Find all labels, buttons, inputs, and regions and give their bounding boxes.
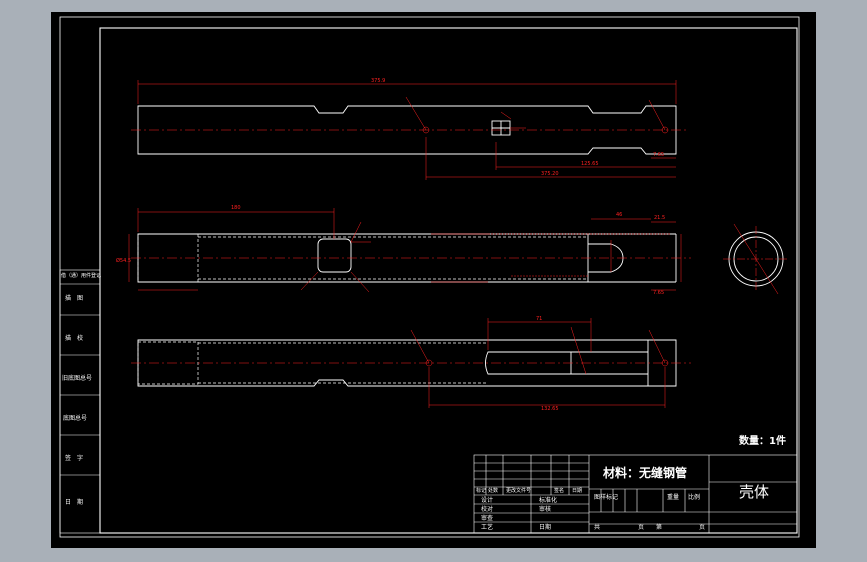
sheet-label: 页 bbox=[638, 524, 645, 531]
page-label-2: 页 bbox=[699, 524, 706, 531]
middle-view-hatch bbox=[431, 233, 671, 283]
dim-top-small: 7.65 bbox=[653, 152, 664, 158]
dim-top-sub1: 125.65 bbox=[581, 161, 599, 167]
engineering-drawing: 375.9 125.65 375.20 7.65 bbox=[59, 16, 800, 538]
review-label: 审核 bbox=[539, 506, 552, 513]
outer-frame bbox=[59, 16, 800, 538]
dim-bot-slot: 71 bbox=[536, 316, 542, 322]
revision-header-4: 日期 bbox=[572, 488, 583, 494]
left-strip-label-3: 旧底图总号 bbox=[62, 375, 93, 382]
inner-frame bbox=[99, 27, 798, 534]
top-view bbox=[137, 105, 677, 155]
stage-mark-label: 图样标记 bbox=[594, 494, 619, 501]
revision-header-2: 更改文件号 bbox=[506, 488, 532, 494]
process-label: 工艺 bbox=[481, 524, 494, 531]
date-label: 日期 bbox=[539, 524, 552, 531]
page-label: 第 bbox=[656, 524, 663, 531]
bottom-view-dims bbox=[410, 318, 669, 408]
dim-mid-right-a: 46 bbox=[616, 212, 622, 218]
dim-mid-left: 180 bbox=[231, 205, 241, 211]
dim-top-sub2: 375.20 bbox=[541, 171, 559, 177]
part-name: 壳体 bbox=[739, 483, 770, 501]
left-strip-label-2: 描 校 bbox=[65, 335, 84, 342]
top-view-dims bbox=[137, 80, 677, 180]
approve-label: 审查 bbox=[481, 515, 494, 522]
left-strip bbox=[59, 269, 101, 534]
dim-top-overall: 375.9 bbox=[371, 78, 385, 84]
left-strip-label-4: 底图总号 bbox=[63, 415, 88, 422]
title-block bbox=[473, 454, 798, 534]
revision-header-0: 标记 bbox=[476, 488, 487, 494]
design-label: 设计 bbox=[481, 497, 494, 504]
dim-bot-overall: 132.65 bbox=[541, 406, 559, 412]
standardization-label: 标准化 bbox=[539, 497, 558, 504]
dim-mid-bore: Ø54.5 bbox=[116, 257, 131, 264]
dim-mid-right-b: 21.5 bbox=[654, 215, 665, 221]
left-strip-label-1: 描 图 bbox=[65, 295, 84, 302]
dim-mid-small: 7.65 bbox=[653, 290, 664, 296]
total-label: 共 bbox=[594, 524, 601, 531]
scale-label: 比例 bbox=[688, 494, 701, 501]
middle-view-dims bbox=[128, 208, 682, 293]
revision-header-1: 处数 bbox=[488, 488, 499, 494]
weight-label: 重量 bbox=[667, 494, 680, 501]
left-strip-label-6: 日 期 bbox=[65, 499, 84, 506]
drawing-sheet: 375.9 125.65 375.20 7.65 bbox=[51, 12, 816, 548]
left-strip-label-0: 借（通）用件登记 bbox=[61, 273, 102, 279]
quantity-label: 数量：1件 bbox=[739, 436, 786, 447]
left-strip-label-5: 签 字 bbox=[65, 455, 84, 462]
material-label: 材料：无缝钢管 bbox=[603, 466, 688, 480]
revision-header-3: 签名 bbox=[554, 488, 565, 494]
side-view bbox=[723, 223, 789, 295]
check-label: 校对 bbox=[481, 506, 494, 513]
